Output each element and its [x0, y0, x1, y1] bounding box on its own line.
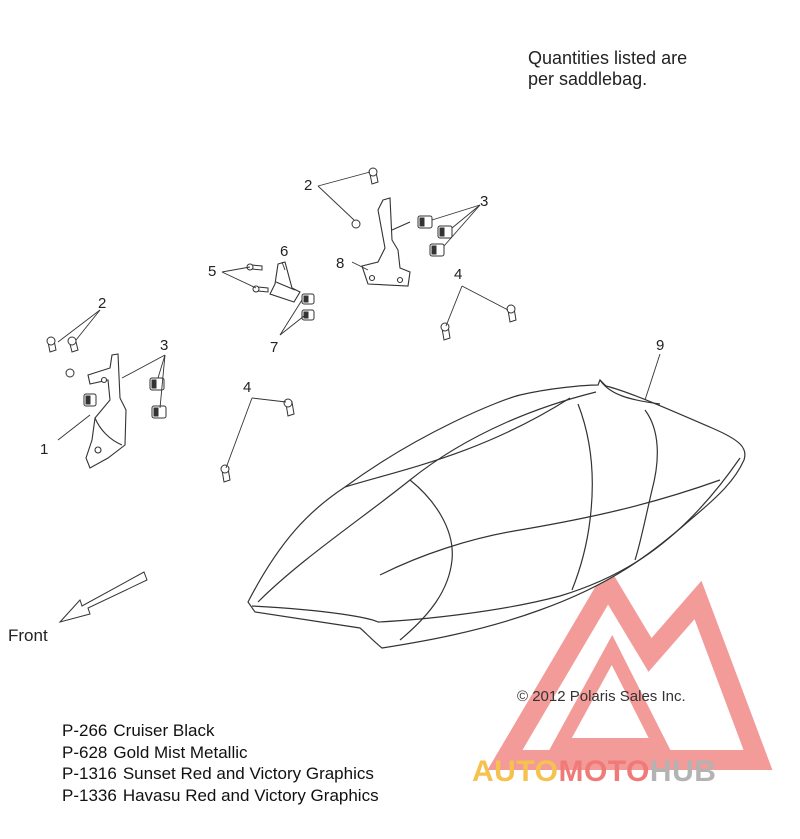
watermark-logo-icon [487, 565, 773, 770]
color-name: Cruiser Black [113, 721, 215, 740]
callout-3-top: 3 [480, 193, 488, 210]
quantity-note: Quantities listed are per saddlebag. [528, 48, 687, 90]
front-label: Front [8, 626, 48, 645]
callout-2-left: 2 [98, 295, 106, 312]
saddlebag-body [247, 378, 746, 649]
screw-fasteners [46, 167, 517, 483]
callout-4-left: 4 [243, 379, 251, 396]
bracket-part-8 [361, 197, 411, 287]
watermark-part-moto: MOTO [558, 755, 650, 788]
color-name: Havasu Red and Victory Graphics [122, 785, 379, 805]
callout-6: 6 [280, 243, 288, 260]
color-code: P-266 [62, 721, 108, 740]
callout-8: 8 [336, 255, 344, 272]
watermark-brand-text: AUTOMOTOHUB [472, 755, 716, 789]
watermark-part-hub: HUB [649, 755, 717, 788]
callout-3-left: 3 [160, 337, 168, 354]
watermark-part-auto: AUTO [472, 755, 559, 788]
callout-2-top: 2 [304, 177, 312, 194]
callout-7: 7 [270, 339, 278, 356]
color-option-row: P-1316 Sunset Red and Victory Graphics [62, 763, 379, 785]
callout-5: 5 [208, 263, 216, 280]
clip-fasteners [83, 215, 453, 419]
color-option-row: P-266 Cruiser Black [62, 720, 379, 742]
color-name: Sunset Red and Victory Graphics [122, 764, 374, 783]
copyright-text: © 2012 Polaris Sales Inc. [517, 688, 686, 705]
bracket-part-1 [85, 353, 127, 469]
callout-9: 9 [656, 337, 664, 354]
quantity-note-line-2: per saddlebag. [528, 69, 648, 89]
callout-4-top: 4 [454, 266, 462, 283]
color-code: P-1336 [62, 785, 117, 805]
color-name: Gold Mist Metallic [113, 742, 248, 762]
front-arrow-icon [58, 571, 148, 623]
color-code: P-628 [62, 742, 108, 762]
bracket-part-6 [269, 261, 301, 303]
leader-lines [57, 171, 661, 469]
quantity-note-line-1: Quantities listed are [528, 48, 688, 68]
color-code: P-1316 [62, 764, 117, 783]
callout-1: 1 [40, 441, 48, 458]
